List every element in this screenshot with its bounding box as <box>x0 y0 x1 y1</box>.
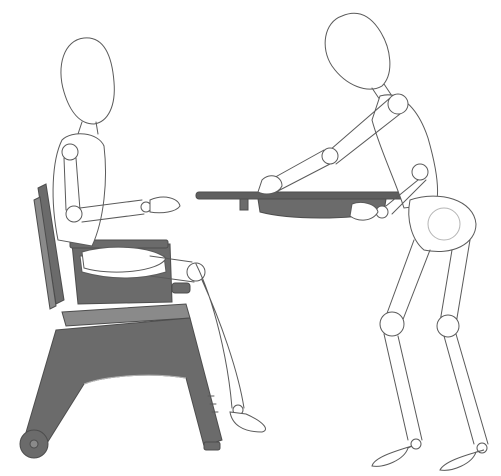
standing-foot-front <box>372 446 412 466</box>
standing-rear-elbow-joint <box>412 164 428 180</box>
chair-footrest <box>172 283 190 293</box>
seated-foot <box>230 412 265 432</box>
tray-top <box>196 192 410 199</box>
seated-torso <box>53 134 105 246</box>
seated-head <box>61 38 114 124</box>
seated-hand <box>150 197 180 213</box>
standing-elbow-joint <box>322 148 338 164</box>
standing-ankle-front <box>411 439 421 449</box>
standing-shin-rear <box>444 334 488 444</box>
standing-pelvis <box>409 196 476 251</box>
standing-mannequin <box>258 13 488 470</box>
standing-thigh-front <box>386 240 430 322</box>
standing-thigh-rear <box>440 240 470 324</box>
chair-foot <box>204 442 220 450</box>
seated-elbow-joint <box>66 206 82 222</box>
standing-foot-rear <box>440 450 484 470</box>
chair-apron <box>22 318 222 448</box>
seated-shoulder-joint <box>62 144 78 160</box>
standing-shin-front <box>384 334 422 440</box>
chair-wheel-hub <box>30 440 38 448</box>
standing-knee-front <box>380 312 404 336</box>
high-chair <box>20 184 222 458</box>
standing-shoulder-joint <box>388 94 408 114</box>
tray-clip <box>240 199 248 210</box>
standing-head <box>325 13 390 89</box>
